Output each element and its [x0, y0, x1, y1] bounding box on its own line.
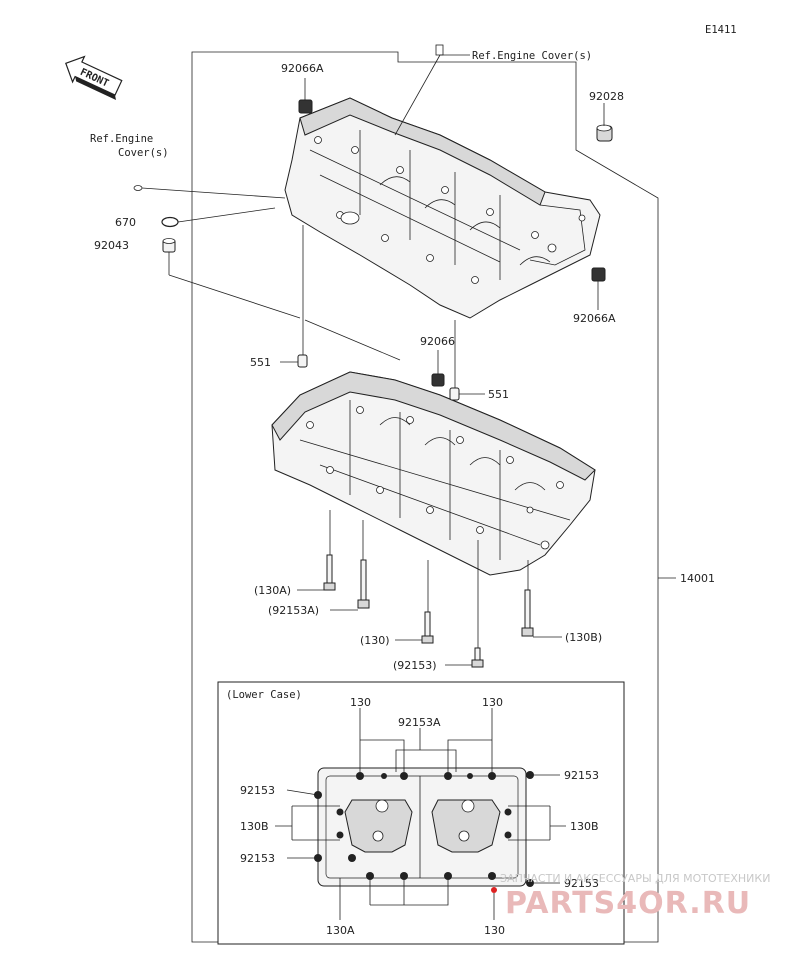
- lc-label-92153-left-top: 92153: [240, 784, 275, 797]
- label-92066A-right: 92066A: [573, 312, 616, 325]
- label-670: 670: [115, 216, 136, 229]
- part-551-left: [297, 354, 308, 368]
- lc-label-92153-right-top: 92153: [564, 769, 599, 782]
- label-92066A-top: 92066A: [281, 62, 324, 75]
- lc-label-92153A: 92153A: [398, 716, 441, 729]
- lc-label-130A-bottom: 130A: [326, 924, 355, 937]
- label-ref-engine-left-1: Ref.Engine: [90, 133, 153, 145]
- label-130A: (130A): [254, 584, 291, 597]
- label-551-right: 551: [488, 388, 509, 401]
- lower-crankcase: [271, 371, 596, 576]
- part-551-right: [449, 387, 460, 401]
- part-92066A-top: [298, 99, 313, 114]
- part-92043: [162, 238, 176, 253]
- lc-label-130B-left: 130B: [240, 820, 269, 833]
- diagram-code: E1411: [705, 24, 737, 36]
- part-92028: [596, 124, 613, 142]
- lc-label-92153-right-bottom: 92153: [564, 877, 599, 890]
- part-670: [161, 216, 179, 228]
- lc-label-130-top-right: 130: [482, 696, 503, 709]
- part-92066A-right: [591, 267, 606, 282]
- lc-label-130-top-left: 130: [350, 696, 371, 709]
- lower-case-bolts: [314, 771, 534, 893]
- lc-label-130-bottom: 130: [484, 924, 505, 937]
- label-130B: (130B): [565, 631, 602, 644]
- watermark-line2: PARTS4OR.RU: [505, 886, 751, 921]
- label-92028: 92028: [589, 90, 624, 103]
- label-130: (130): [360, 634, 390, 647]
- label-551-left: 551: [250, 356, 271, 369]
- label-92043: 92043: [94, 239, 129, 252]
- front-arrow-icon: FRONT: [65, 55, 123, 100]
- lc-label-130B-right: 130B: [570, 820, 599, 833]
- inset-leader-lines: [275, 708, 566, 920]
- lc-label-92153-left-bottom: 92153: [240, 852, 275, 865]
- lower-case-view: [317, 767, 527, 887]
- part-92066: [431, 373, 445, 387]
- bolt-92153A: [357, 559, 370, 609]
- label-92153A: (92153A): [268, 604, 319, 617]
- bolt-130A: [323, 554, 336, 591]
- part-ref-dowel-top: [435, 44, 444, 56]
- bolt-130B: [521, 589, 534, 637]
- label-92153: (92153): [393, 659, 437, 672]
- lower-case-title: (Lower Case): [226, 689, 302, 701]
- part-ref-plug-left: [133, 185, 143, 191]
- bolt-92153: [471, 647, 484, 668]
- label-ref-engine-cover-top: Ref.Engine Cover(s): [472, 50, 592, 62]
- upper-crankcase: [284, 97, 601, 319]
- leader-lines: [141, 54, 605, 666]
- bolt-130: [421, 611, 434, 644]
- watermark-line1: ЗАПЧАСТИ И АКСЕССУАРЫ ДЛЯ МОТОТЕХНИКИ: [500, 872, 770, 885]
- label-14001: 14001: [680, 572, 715, 585]
- label-ref-engine-left-2: Cover(s): [118, 147, 169, 159]
- label-92066: 92066: [420, 335, 455, 348]
